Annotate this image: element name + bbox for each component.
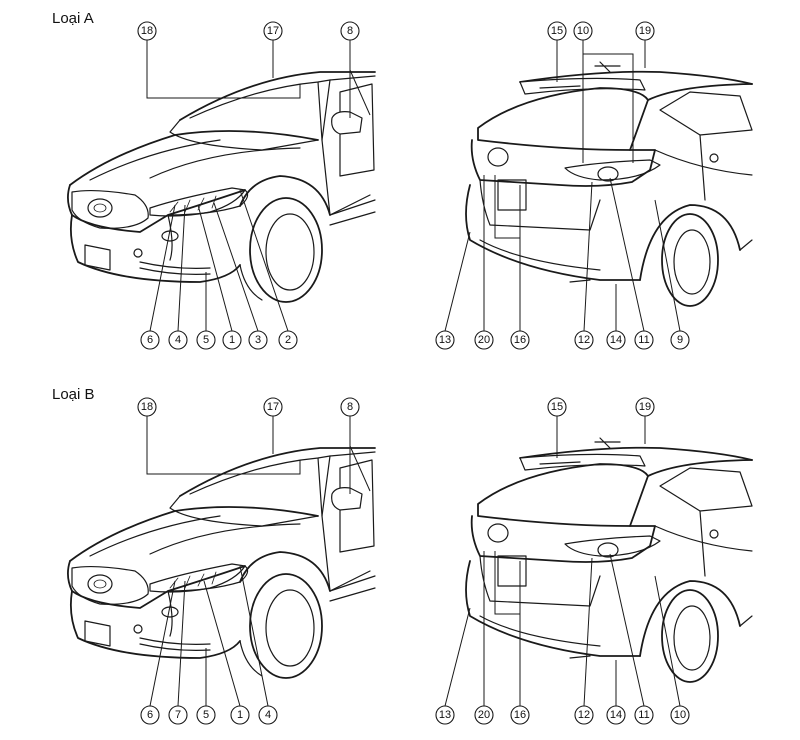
callout-b-rear-14: 14 bbox=[606, 705, 626, 725]
svg-text:17: 17 bbox=[267, 25, 279, 37]
svg-text:17: 17 bbox=[267, 401, 279, 413]
type-b-rear-leader-lines bbox=[444, 416, 681, 707]
type-a-front-leader-lines bbox=[146, 40, 371, 332]
callout-b-rear-13: 13 bbox=[435, 705, 455, 725]
svg-text:5: 5 bbox=[203, 334, 209, 346]
svg-text:10: 10 bbox=[674, 709, 686, 721]
callout-a-front-8: 8 bbox=[340, 21, 360, 41]
type-b-front-leader-lines bbox=[146, 416, 371, 707]
svg-text:7: 7 bbox=[175, 709, 181, 721]
svg-text:8: 8 bbox=[347, 25, 353, 37]
callout-a-rear-10: 10 bbox=[573, 21, 593, 41]
callout-a-front-3: 3 bbox=[248, 330, 268, 350]
svg-text:4: 4 bbox=[175, 334, 181, 346]
svg-text:6: 6 bbox=[147, 709, 153, 721]
callout-a-rear-11: 11 bbox=[634, 330, 654, 350]
svg-text:10: 10 bbox=[577, 25, 589, 37]
callout-b-front-18: 18 bbox=[137, 397, 157, 417]
svg-text:15: 15 bbox=[551, 401, 563, 413]
svg-text:18: 18 bbox=[141, 401, 153, 413]
callout-b-front-1: 1 bbox=[230, 705, 250, 725]
callout-a-rear-16: 16 bbox=[510, 330, 530, 350]
svg-text:19: 19 bbox=[639, 401, 651, 413]
callout-a-rear-12: 12 bbox=[574, 330, 594, 350]
callout-b-rear-12: 12 bbox=[574, 705, 594, 725]
svg-text:9: 9 bbox=[677, 334, 683, 346]
callout-a-rear-13: 13 bbox=[435, 330, 455, 350]
type-b-label: Loại B bbox=[52, 386, 95, 403]
svg-text:6: 6 bbox=[147, 334, 153, 346]
callout-a-front-4: 4 bbox=[168, 330, 188, 350]
callout-b-rear-15: 15 bbox=[547, 397, 567, 417]
svg-text:20: 20 bbox=[478, 709, 490, 721]
svg-text:13: 13 bbox=[439, 709, 451, 721]
svg-text:14: 14 bbox=[610, 709, 622, 721]
callout-a-front-17: 17 bbox=[263, 21, 283, 41]
svg-text:12: 12 bbox=[578, 334, 590, 346]
callout-a-front-5: 5 bbox=[196, 330, 216, 350]
type-b-rear-car-drawing bbox=[465, 437, 753, 683]
callout-b-front-6: 6 bbox=[140, 705, 160, 725]
svg-text:13: 13 bbox=[439, 334, 451, 346]
callout-b-front-4: 4 bbox=[258, 705, 278, 725]
callout-b-front-5: 5 bbox=[196, 705, 216, 725]
svg-text:1: 1 bbox=[229, 334, 235, 346]
callout-b-rear-11: 11 bbox=[634, 705, 654, 725]
svg-text:19: 19 bbox=[639, 25, 651, 37]
callout-a-rear-19: 19 bbox=[635, 21, 655, 41]
svg-text:3: 3 bbox=[255, 334, 261, 346]
callout-a-front-2: 2 bbox=[278, 330, 298, 350]
svg-text:11: 11 bbox=[638, 709, 649, 721]
svg-text:8: 8 bbox=[347, 401, 353, 413]
callout-b-front-17: 17 bbox=[263, 397, 283, 417]
svg-text:16: 16 bbox=[514, 334, 526, 346]
callout-b-front-8: 8 bbox=[340, 397, 360, 417]
callout-a-front-6: 6 bbox=[140, 330, 160, 350]
callout-b-rear-20: 20 bbox=[474, 705, 494, 725]
callout-b-front-7: 7 bbox=[168, 705, 188, 725]
svg-text:15: 15 bbox=[551, 25, 563, 37]
type-b-front-car-drawing bbox=[67, 447, 376, 679]
callout-b-rear-10: 10 bbox=[670, 705, 690, 725]
svg-text:1: 1 bbox=[237, 709, 243, 721]
svg-text:16: 16 bbox=[514, 709, 526, 721]
callout-a-rear-14: 14 bbox=[606, 330, 626, 350]
svg-text:18: 18 bbox=[141, 25, 153, 37]
type-a-label: Loại A bbox=[52, 10, 94, 27]
type-a-rear-leader-lines bbox=[444, 40, 681, 332]
callout-a-front-1: 1 bbox=[222, 330, 242, 350]
svg-text:5: 5 bbox=[203, 709, 209, 721]
type-a-rear-car-drawing bbox=[465, 61, 753, 307]
svg-text:12: 12 bbox=[578, 709, 590, 721]
callout-a-rear-20: 20 bbox=[474, 330, 494, 350]
callout-a-front-18: 18 bbox=[137, 21, 157, 41]
callout-b-rear-16: 16 bbox=[510, 705, 530, 725]
svg-text:4: 4 bbox=[265, 709, 271, 721]
callout-a-rear-15: 15 bbox=[547, 21, 567, 41]
svg-text:14: 14 bbox=[610, 334, 622, 346]
callout-b-rear-19: 19 bbox=[635, 397, 655, 417]
type-a-front-car-drawing bbox=[67, 71, 376, 303]
svg-text:20: 20 bbox=[478, 334, 490, 346]
svg-text:11: 11 bbox=[638, 334, 649, 346]
callout-a-rear-9: 9 bbox=[670, 330, 690, 350]
svg-text:2: 2 bbox=[285, 334, 291, 346]
